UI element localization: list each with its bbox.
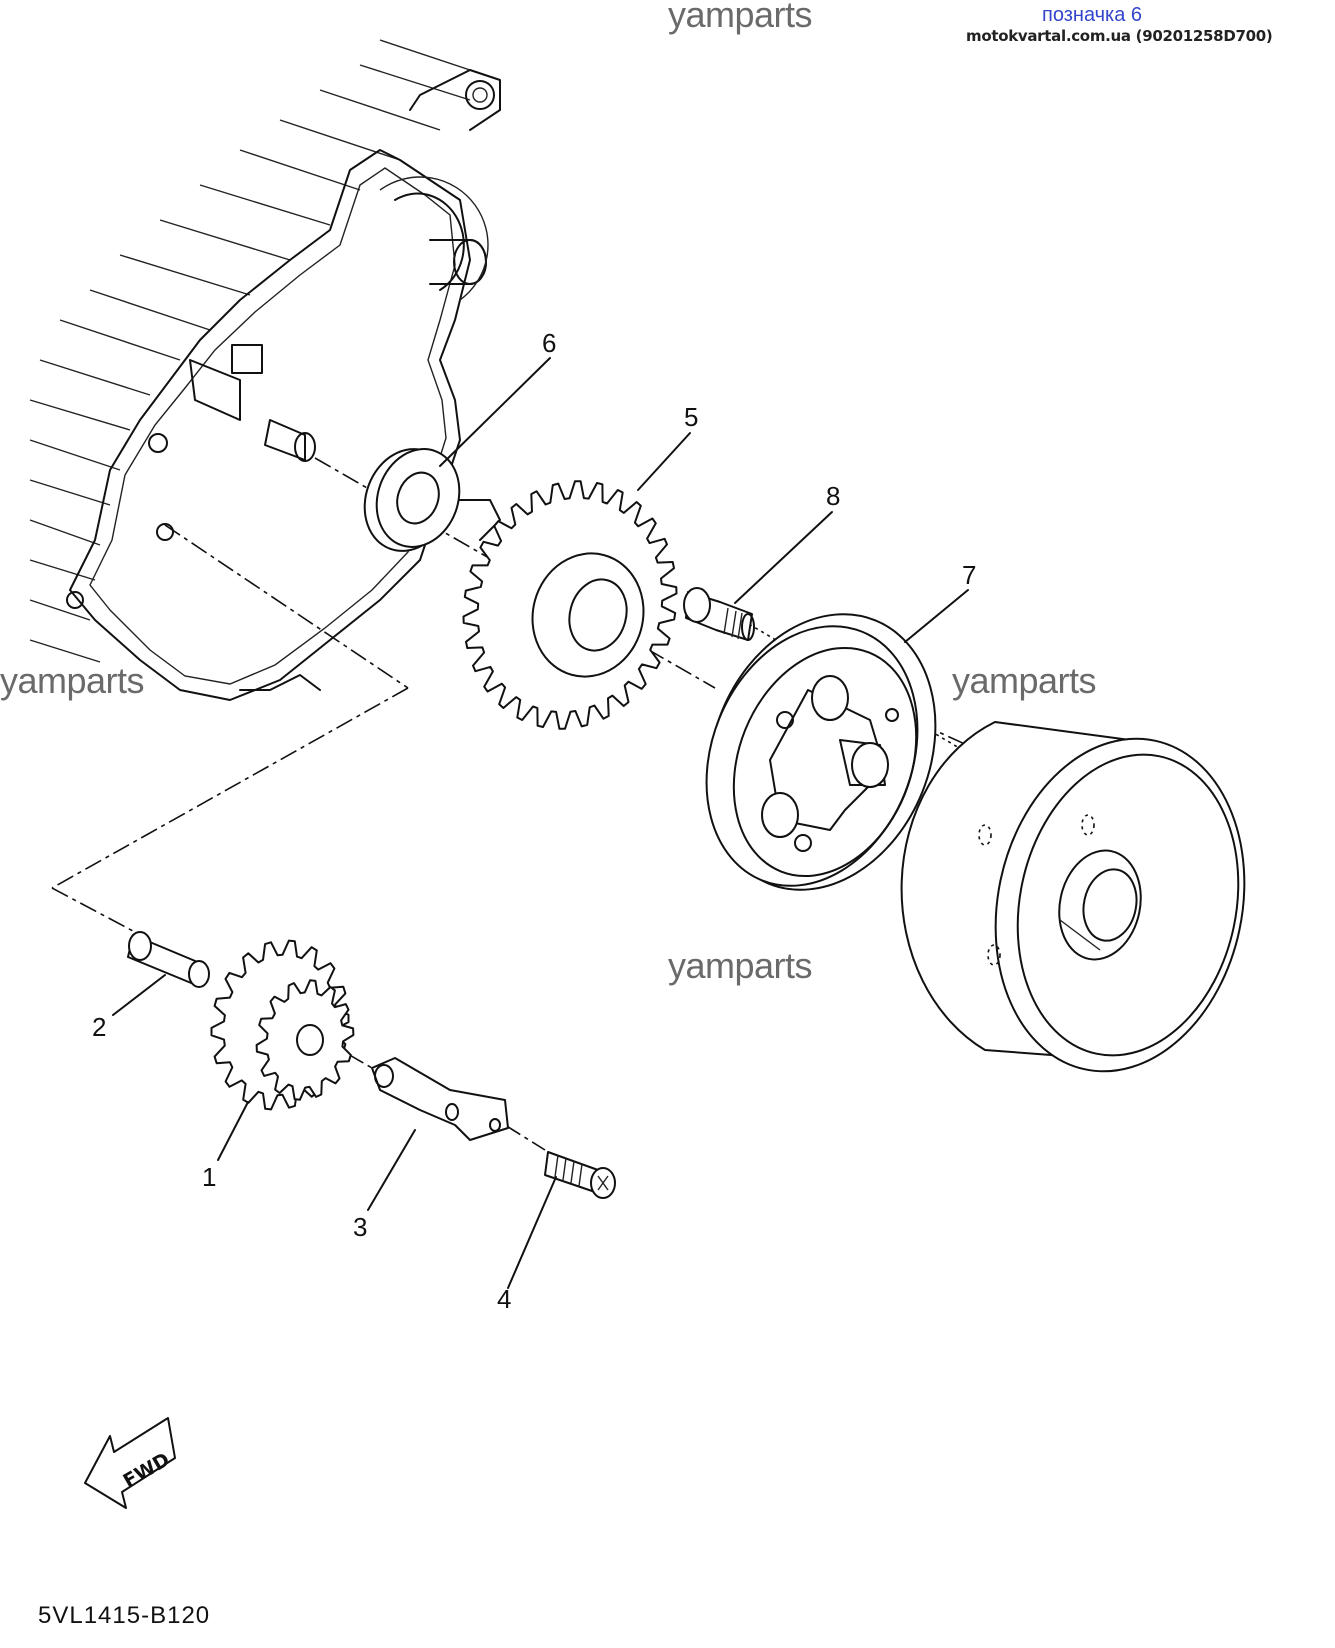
diagram-code: 5VL1415-B120	[38, 1602, 211, 1629]
site-reference: motokvartal.com.ua (90201258D700)	[966, 27, 1273, 45]
part-4-screw	[544, 1151, 616, 1199]
watermark: yamparts	[668, 945, 813, 986]
watermark: yamparts	[952, 660, 1097, 701]
callout-2: 2	[92, 1012, 106, 1042]
part-2-pin	[127, 931, 210, 988]
callout-7: 7	[962, 560, 976, 590]
crankcase-outline	[29, 39, 501, 701]
callout-5: 5	[684, 402, 698, 432]
part-3-plate	[371, 1057, 509, 1141]
part-1-idler-gear	[210, 939, 355, 1111]
part-8-bolt	[683, 587, 755, 641]
callout-1: 1	[202, 1162, 216, 1192]
part-7-starter-clutch	[705, 613, 937, 891]
leader-lines	[112, 357, 969, 1289]
callout-6: 6	[542, 328, 556, 358]
fwd-arrow-icon: FWD	[84, 1417, 176, 1509]
watermark: yamparts	[668, 0, 813, 35]
callout-4: 4	[497, 1284, 511, 1314]
flywheel-rotor	[900, 721, 1246, 1073]
marker-label: позначка 6	[1042, 4, 1143, 26]
part-5-gear	[462, 480, 678, 730]
watermark: yamparts	[0, 660, 145, 701]
part-6-seal	[363, 448, 461, 552]
callout-8: 8	[826, 481, 840, 511]
callout-3: 3	[353, 1212, 367, 1242]
